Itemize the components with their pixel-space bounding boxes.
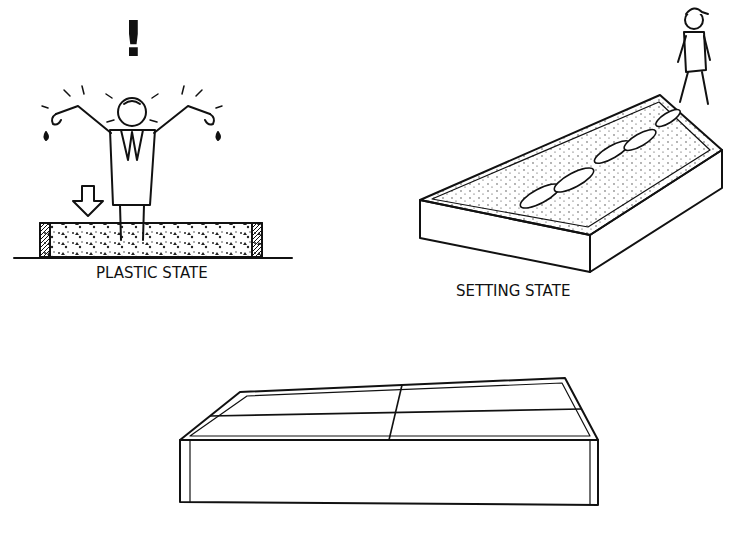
- formwork-end: [252, 223, 262, 257]
- setting-slab-top: [420, 95, 722, 235]
- hardened-slab-top: [180, 378, 598, 440]
- exclamation-mark: !: [122, 14, 145, 64]
- formwork-edge: [189, 440, 190, 502]
- fresh-concrete-slab: [40, 223, 262, 257]
- footprints: [517, 106, 682, 212]
- formwork-end: [40, 223, 50, 257]
- walking-man: [678, 8, 710, 104]
- formwork-rim: [432, 102, 710, 227]
- setting-state-sketch: [420, 8, 722, 272]
- state-label: SETTING STATE: [456, 284, 570, 299]
- formwork-edge: [589, 440, 590, 505]
- state-label: PLASTIC STATE: [96, 266, 208, 281]
- panel-joint: [389, 385, 402, 440]
- plastic-state-sketch: [14, 86, 292, 258]
- hardened-slab-sketch: [180, 378, 598, 505]
- sink-arrow: [73, 186, 103, 216]
- slab-front-face: [180, 440, 598, 505]
- formwork-rim: [190, 383, 590, 436]
- sinking-man: [42, 86, 222, 240]
